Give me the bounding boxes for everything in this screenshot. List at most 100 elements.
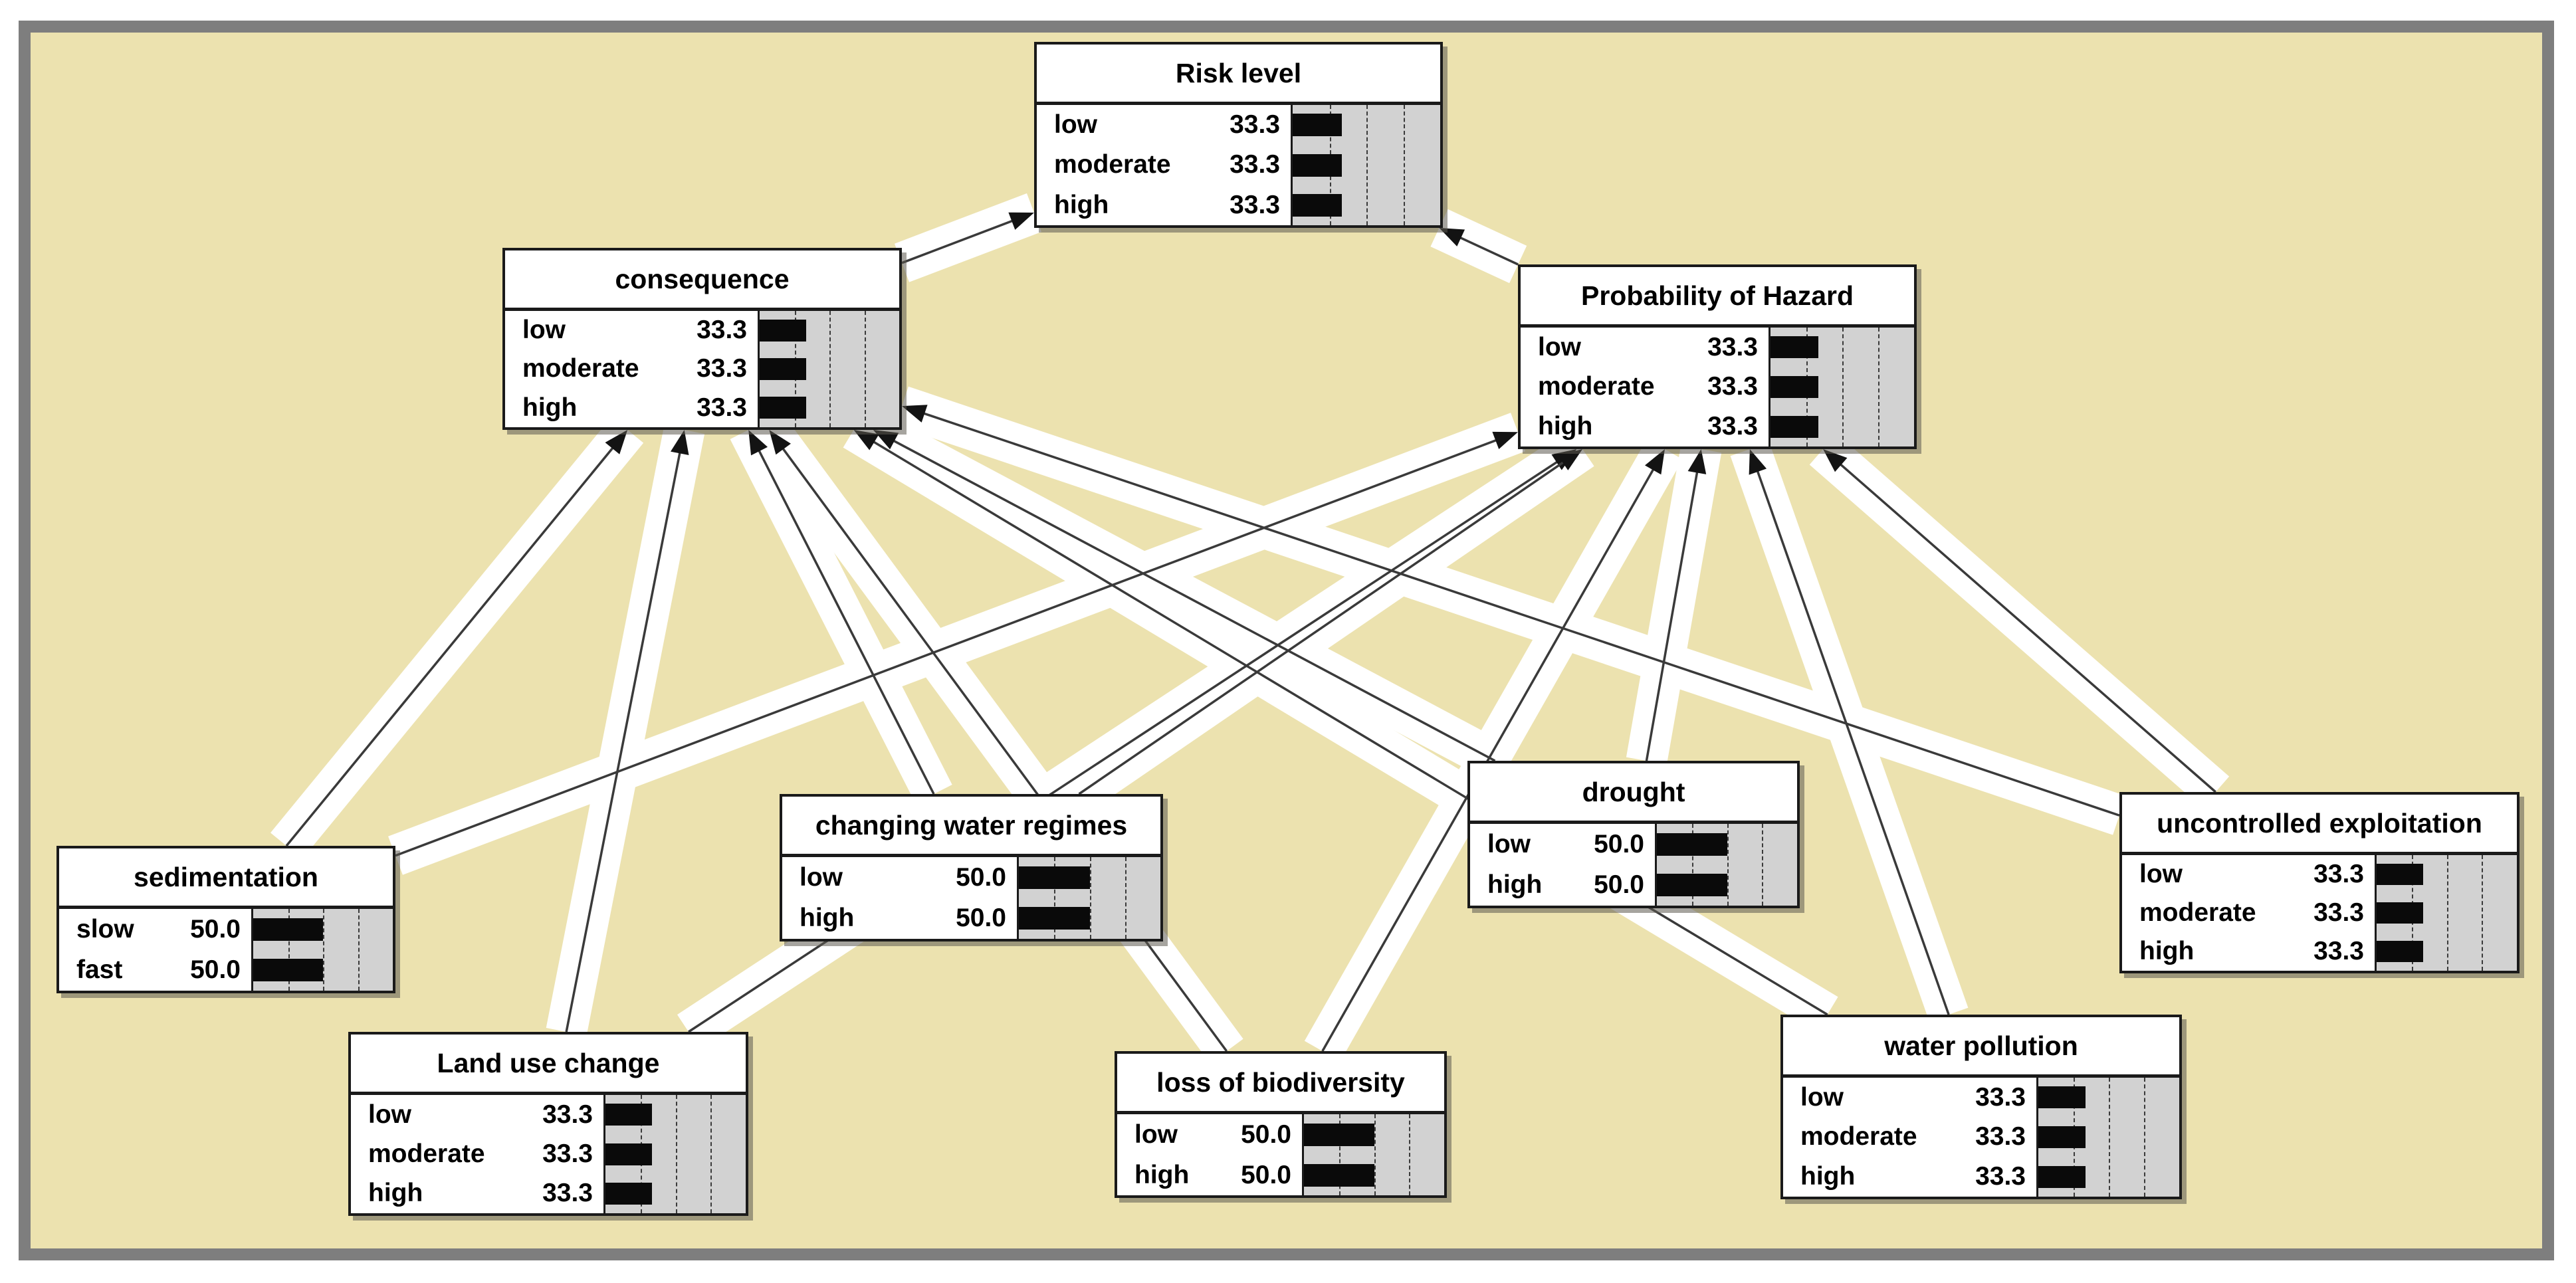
state-label: high [800, 904, 855, 933]
node-title: water pollution [1783, 1017, 2179, 1078]
belief-bar[interactable] [2377, 864, 2424, 885]
arrowhead [769, 430, 791, 455]
belief-bar[interactable] [1293, 154, 1342, 177]
bar-gridline [2109, 1078, 2110, 1197]
edge-line [285, 434, 625, 847]
node-title: Risk level [1037, 45, 1440, 105]
belief-bar-area [2375, 855, 2517, 971]
belief-bar[interactable] [605, 1183, 653, 1205]
belief-bar[interactable] [1019, 907, 1090, 930]
belief-bar[interactable] [2038, 1086, 2086, 1108]
edge-line [907, 407, 2120, 817]
node-title: drought [1470, 763, 1797, 824]
node-title: Probability of Hazard [1521, 267, 1914, 328]
belief-bar[interactable] [1657, 874, 1727, 896]
belief-bar[interactable] [1293, 194, 1342, 217]
belief-bar[interactable] [760, 397, 806, 419]
belief-bar[interactable] [2038, 1126, 2086, 1148]
belief-bar[interactable] [605, 1143, 653, 1165]
belief-bar[interactable] [1657, 833, 1727, 856]
belief-bar-area [1769, 328, 1914, 446]
state-label: high [1538, 412, 1593, 441]
bar-gridline [864, 311, 866, 427]
belief-bar[interactable] [2038, 1166, 2086, 1188]
state-label: moderate [368, 1139, 485, 1168]
state-label: low [522, 316, 566, 345]
state-value: 50.0 [190, 955, 241, 985]
belief-bar-area [1291, 105, 1440, 225]
belief-bar[interactable] [760, 320, 806, 342]
belief-bar[interactable] [1293, 114, 1342, 136]
belief-bar[interactable] [2377, 902, 2424, 924]
belief-bar[interactable] [605, 1104, 653, 1126]
belief-bar[interactable] [2377, 941, 2424, 962]
bar-gridline [1842, 328, 1844, 446]
state-label: high [1134, 1160, 1190, 1189]
state-label: high [1054, 190, 1109, 219]
belief-bar[interactable] [1304, 1164, 1374, 1187]
belief-bar[interactable] [1771, 376, 1818, 398]
state-value: 33.3 [697, 354, 747, 383]
belief-bar[interactable] [760, 358, 806, 380]
arrowhead [873, 430, 899, 450]
bar-gridline [1125, 857, 1127, 939]
belief-bar[interactable] [1019, 866, 1090, 889]
belief-bar[interactable] [1304, 1124, 1374, 1146]
edge-line [1321, 454, 1663, 1052]
bar-gridline [1054, 857, 1056, 939]
belief-bar[interactable] [253, 918, 323, 941]
belief-bar-area [758, 311, 899, 427]
arrowhead [1492, 431, 1518, 450]
belief-bar-area [1655, 824, 1797, 906]
edge-line [1751, 454, 1950, 1015]
belief-bar[interactable] [1771, 416, 1818, 438]
state-value: 33.3 [2313, 860, 2364, 888]
state-label: low [1487, 829, 1531, 858]
belief-bar[interactable] [1771, 336, 1818, 358]
bar-gridline [1366, 105, 1368, 225]
belief-bar[interactable] [253, 959, 323, 981]
bar-gridline [1089, 857, 1091, 939]
belief-bar-area [1302, 1114, 1444, 1195]
